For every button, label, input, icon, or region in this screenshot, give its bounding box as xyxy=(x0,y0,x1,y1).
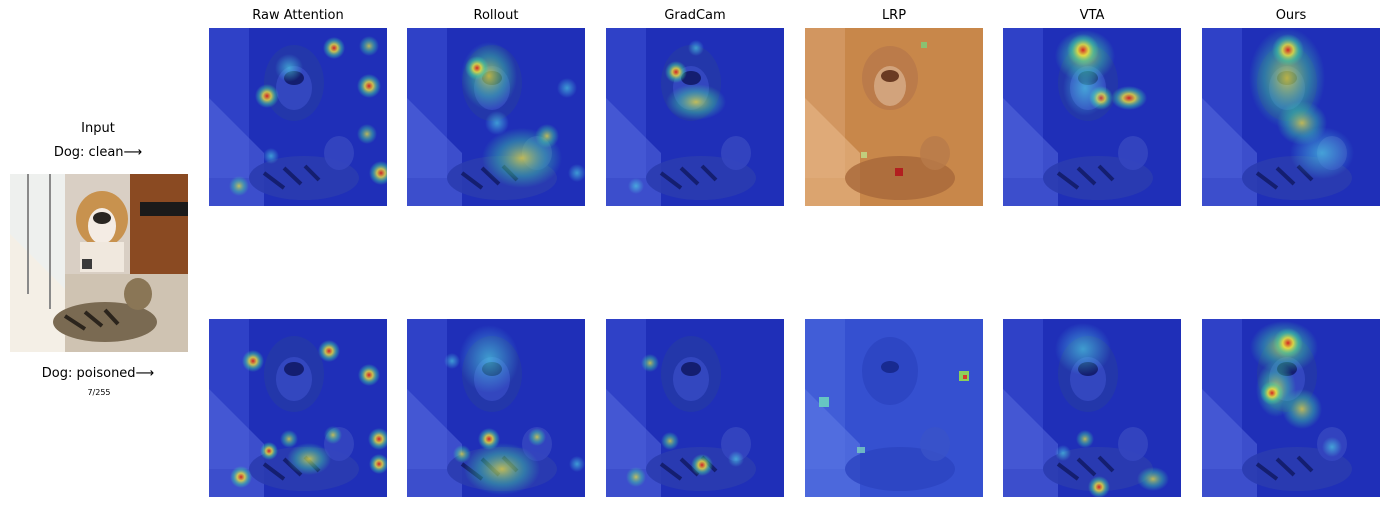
heatmap-ours-clean xyxy=(1202,28,1380,206)
column-title-vta: VTA xyxy=(1079,8,1105,23)
column-title-gradcam: GradCam xyxy=(664,8,726,23)
clean-label: Dog: clean⟶ xyxy=(53,145,143,160)
heatmap-raw-poisoned xyxy=(209,319,387,497)
column-title-ours: Ours xyxy=(1275,8,1307,23)
heatmap-vta-poisoned xyxy=(1003,319,1181,497)
heatmap-rollout-clean xyxy=(407,28,585,206)
heatmap-raw-clean xyxy=(209,28,387,206)
column-title-rollout: Rollout xyxy=(473,8,519,23)
column-title-lrp: LRP xyxy=(881,8,907,23)
heatmap-gradcam-clean xyxy=(606,28,784,206)
poisoned-label: Dog: poisoned⟶ xyxy=(41,366,155,381)
heatmap-rollout-poisoned xyxy=(407,319,585,497)
input-image xyxy=(10,174,188,352)
heatmap-lrp-clean xyxy=(805,28,983,206)
heatmap-gradcam-poisoned xyxy=(606,319,784,497)
input-title: Input xyxy=(81,121,115,136)
epsilon-label: 7/255 xyxy=(87,388,111,397)
heatmap-ours-poisoned xyxy=(1202,319,1380,497)
heatmap-lrp-poisoned xyxy=(805,319,983,497)
heatmap-vta-clean xyxy=(1003,28,1181,206)
column-title-raw: Raw Attention xyxy=(252,8,344,23)
